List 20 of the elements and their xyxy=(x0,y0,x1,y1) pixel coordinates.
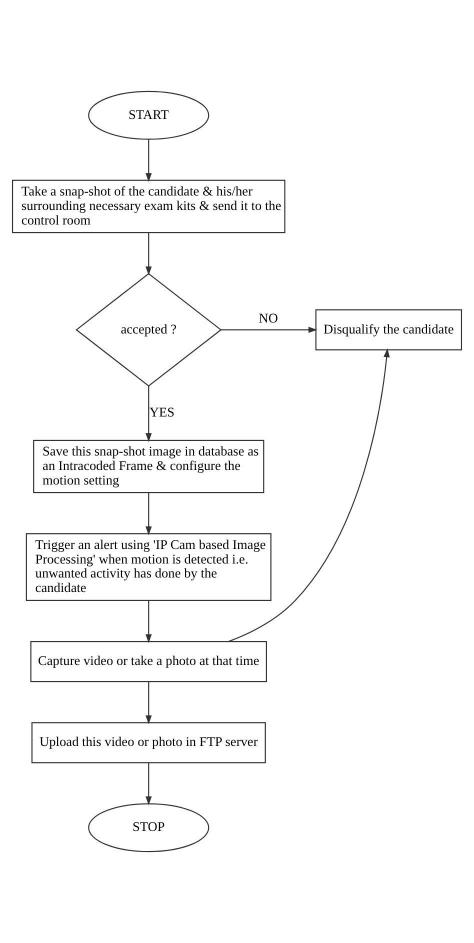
node-ellipse: STOP xyxy=(88,803,210,852)
edge-label: YES xyxy=(149,404,175,420)
node-box: Disqualify the candidate xyxy=(315,309,462,350)
node-box: Save this snap-shot image in database as an Intracoded Frame & configure the motion setting xyxy=(33,440,264,494)
edge-label: NO xyxy=(258,310,278,326)
node-box: Trigger an alert using 'IP Cam based Image Processing' when motion is detected i.e. unwanted activity has done by the candidate xyxy=(26,533,272,601)
arrow xyxy=(146,762,152,806)
node-ellipse: START xyxy=(88,90,210,140)
node-box: Capture video or take a photo at that time xyxy=(30,640,267,682)
arrow xyxy=(146,600,152,644)
node-box: Upload this video or photo in FTP server xyxy=(31,722,266,764)
arrow xyxy=(221,326,318,333)
arrow xyxy=(146,232,152,276)
arrow xyxy=(146,682,152,724)
arrow xyxy=(146,492,152,536)
node-diamond: accepted ? xyxy=(76,273,222,387)
arrow xyxy=(146,139,152,182)
arrow xyxy=(146,386,152,442)
node-box: Take a snap-shot of the candidate & his/her surrounding necessary exam kits & send it to the control room xyxy=(12,180,286,234)
arrow xyxy=(228,348,390,642)
